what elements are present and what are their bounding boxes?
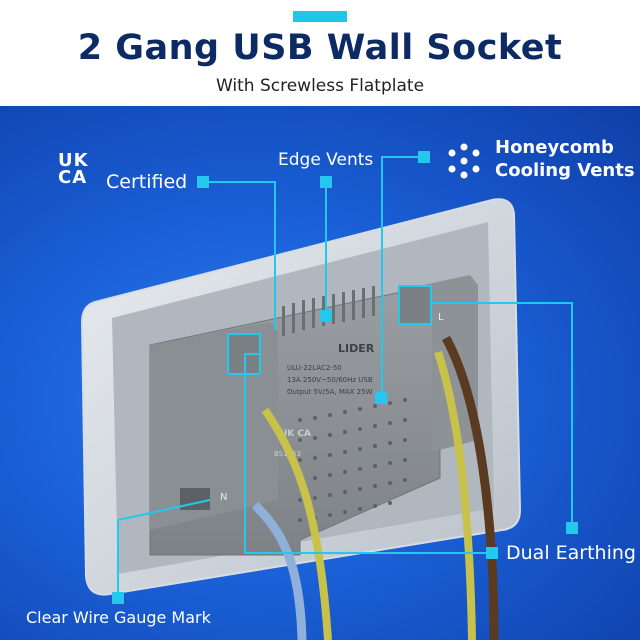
- terminal-n-marking: N: [220, 492, 227, 503]
- edge-vents-marker: [320, 176, 332, 188]
- callout-lines: [117, 156, 573, 598]
- honeycomb-label: Honeycomb Cooling Vents: [495, 136, 635, 182]
- certified-marker: [197, 176, 209, 188]
- model-marking: ULU-22LAC2-50: [287, 364, 342, 372]
- wire-gauge-marker: [112, 592, 124, 604]
- edge-vents-pointer: [320, 310, 332, 322]
- honeycomb-icon: [448, 143, 480, 179]
- honeycomb-line1: Honeycomb: [495, 137, 614, 158]
- wire-gauge-label: Clear Wire Gauge Mark: [26, 608, 211, 627]
- dual-earthing-marker-right: [566, 522, 578, 534]
- terminal-l-marking: L: [438, 312, 444, 323]
- honeycomb-marker: [418, 151, 430, 163]
- brand-marking: LIDER: [338, 342, 375, 355]
- page-subtitle: With Screwless Flatplate: [215, 76, 425, 96]
- ukca-mark: UK CA: [58, 150, 89, 188]
- edge-vents: [282, 286, 375, 336]
- output-marking: Output 5V/5A, MAX 25W: [287, 388, 373, 396]
- dual-earthing-marker: [486, 547, 498, 559]
- yellow-green-wire-right: [434, 350, 476, 640]
- rating-marking: 13A 250V~50/60Hz USB: [287, 376, 373, 384]
- page-title: 2 Gang USB Wall Socket: [77, 28, 563, 68]
- earth-terminal-right: [398, 285, 432, 325]
- body-ukca-marking: UK CA: [280, 429, 311, 439]
- certified-label: Certified: [106, 171, 188, 193]
- ukca-line1: UK: [58, 150, 89, 171]
- yellow-green-wire-left: [261, 407, 332, 640]
- dual-earthing-label: Dual Earthing: [506, 542, 636, 564]
- blue-wire: [251, 501, 307, 640]
- honeycomb-pointer: [375, 392, 387, 404]
- edge-vents-label: Edge Vents: [278, 150, 374, 170]
- ukca-line2: CA: [58, 167, 88, 188]
- honeycomb-vents: [298, 398, 407, 522]
- header: 2 Gang USB Wall Socket With Screwless Fl…: [0, 0, 640, 106]
- neutral-terminal: [180, 488, 210, 510]
- honeycomb-line2: Cooling Vents: [495, 160, 635, 181]
- brown-wire: [442, 335, 499, 640]
- accent-bar: [293, 11, 347, 22]
